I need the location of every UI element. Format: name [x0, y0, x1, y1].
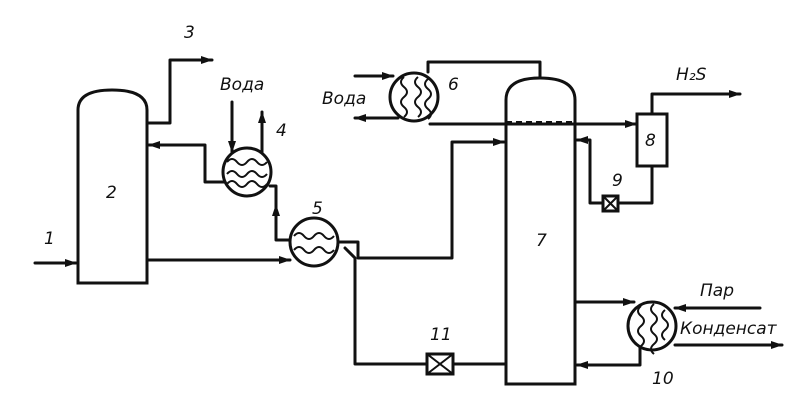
label-hx-6: 6 [448, 75, 459, 95]
column-7-to-hx6-line [426, 60, 542, 80]
separator-8 [635, 112, 669, 168]
label-reboiler-10: 10 [652, 369, 674, 389]
label-hx-4: 4 [276, 121, 287, 141]
pump-9 [601, 194, 620, 213]
label-water-hx4: Вода [220, 75, 264, 95]
label-column-7: 7 [536, 231, 547, 251]
h2s-line [650, 90, 742, 116]
reboiler-10 [626, 300, 678, 355]
separator-to-pump-9-line [616, 162, 654, 205]
column-2 [76, 88, 149, 285]
heat-exchanger-5 [288, 216, 340, 268]
hx5-to-column-7-line [336, 138, 506, 260]
label-column-2: 2 [106, 183, 117, 203]
label-stream-1: 1 [44, 229, 55, 249]
hx4-to-column-2-line [147, 141, 232, 184]
stream-3-line [145, 56, 214, 125]
label-steam: Пар [700, 281, 734, 301]
pump-11 [425, 352, 455, 376]
label-hx-5: 5 [312, 199, 323, 219]
label-water-hx6: Вода [322, 89, 366, 109]
label-separator-8: 8 [645, 131, 656, 151]
heat-exchanger-6 [388, 71, 440, 123]
hx4-out-line [268, 184, 278, 202]
pump-9-to-column-7-line [575, 136, 604, 205]
pump-11-to-hx5-line [343, 246, 429, 366]
label-stream-3: 3 [184, 23, 195, 43]
label-pump-11: 11 [430, 325, 452, 345]
label-pump-9: 9 [612, 171, 623, 191]
reboiler-to-column-7-line [575, 338, 642, 369]
heat-exchanger-4 [221, 146, 273, 198]
label-h2s: H₂S [676, 65, 707, 85]
hx5-to-hx4-line [274, 198, 292, 242]
label-condensate: Конденсат [680, 319, 778, 339]
